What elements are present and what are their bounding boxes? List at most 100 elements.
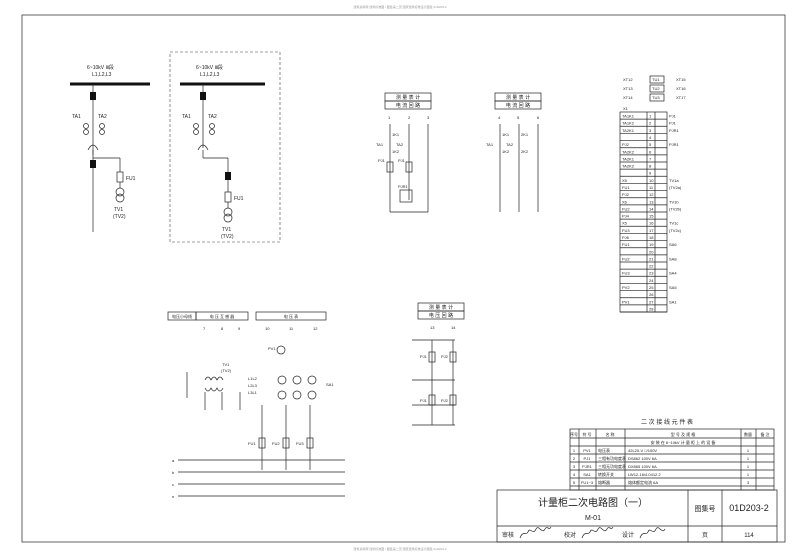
- meter-c-header-2: 电 压 回 路: [429, 312, 453, 319]
- component-cell: PJR1: [582, 464, 593, 469]
- drawing-title: 计量柜二次电路图（一）: [538, 496, 648, 509]
- svg-text:TA2: TA2: [396, 142, 404, 147]
- svg-text:L1L2: L1L2: [248, 376, 258, 381]
- svg-text:11: 11: [289, 326, 294, 331]
- terminal-cell-r: TV1c: [669, 221, 678, 226]
- page-label: 页: [702, 532, 708, 539]
- terminal-cell-r: PJ1: [669, 114, 677, 119]
- terminal-cell-n: 20: [649, 249, 654, 254]
- terminal-cell-l: TA2K1: [622, 156, 635, 161]
- svg-text:a: a: [172, 458, 175, 463]
- terminal-cell-l: FU3: [622, 228, 630, 233]
- voltage-circuit: 电压小母线 电 压 互 感 器 电 压 表 7 8 9 10 11 12 PV1…: [167, 311, 345, 499]
- terminal-cell-n: 16: [649, 221, 654, 226]
- terminal-cell-l: FU1: [622, 185, 630, 190]
- component-cell: 4: [573, 472, 576, 477]
- terminal-cell-l: FU3: [622, 271, 630, 276]
- right-tv-alt-label: (TV2): [221, 234, 234, 240]
- svg-text:PJ1: PJ1: [398, 158, 406, 163]
- terminal-block-title: X1: [623, 106, 629, 111]
- component-table: 二 次 接 线 元 件 表 序号 符 号 名 称 型 号 及 规 格 数量 备 …: [569, 418, 775, 491]
- left-ta2-label: TA2: [98, 114, 107, 120]
- terminal-cell-l: TA2K2: [622, 149, 635, 154]
- title-block: 计量柜二次电路图（一） M-01 图集号 01D203-2 审核 校对 设计 页…: [496, 489, 778, 543]
- terminal-cell-l: FU2: [622, 206, 630, 211]
- meter-circuit-c: 测 量 表 计 电 压 回 路 13 14 PJ1 PJ2 PJ1 PJ2: [412, 302, 465, 426]
- svg-text:12: 12: [313, 326, 318, 331]
- terminal-cell-r: PJR1: [669, 142, 680, 147]
- vb-head-left: 电压小母线: [172, 313, 192, 319]
- svg-text:TA1: TA1: [486, 142, 494, 147]
- drawing-code: M-01: [585, 515, 601, 522]
- terminal-cell-l: PJ2: [622, 142, 630, 147]
- meter-a-header-1: 测 量 表 计: [396, 94, 420, 101]
- svg-text:PJ2: PJ2: [441, 354, 449, 359]
- svg-text:备 注: 备 注: [760, 431, 769, 437]
- terminal-cell-r: (TV2a): [669, 185, 682, 190]
- left-ta1-label: TA1: [72, 114, 81, 120]
- svg-text:XT17: XT17: [676, 95, 686, 100]
- meter-b-header-2: 电 流 回 路: [506, 102, 530, 109]
- svg-text:1K1: 1K1: [392, 132, 400, 137]
- svg-text:TA2: TA2: [506, 142, 514, 147]
- component-cell: 熔体额定电流 6A: [628, 479, 658, 485]
- svg-text:序号: 序号: [570, 431, 578, 437]
- svg-text:1K2: 1K2: [392, 149, 400, 154]
- terminal-cell-l: X6: [622, 199, 628, 204]
- left-tv-label: TV1: [114, 207, 123, 213]
- primary-diagram-left: 6~10kV Ⅲ段 L1,L2,L3 TA1 TA2 FU1 TV1 (TV2): [70, 64, 150, 232]
- component-cell: 熔断器: [598, 479, 610, 485]
- svg-text:XT15: XT15: [676, 77, 686, 82]
- terminal-cell-n: 14: [649, 206, 654, 211]
- component-cell: DS862 100V 6A: [628, 456, 657, 461]
- terminal-cell-n: 18: [649, 235, 654, 240]
- svg-text:(TV2): (TV2): [221, 368, 232, 373]
- component-cell: FU1~3: [581, 480, 594, 485]
- component-cell: 三相无功电度表: [598, 463, 626, 469]
- left-disconnect: [90, 92, 96, 100]
- component-cell: PJ1: [584, 456, 592, 461]
- voltmeter-symbol: [276, 345, 286, 355]
- component-cell: 三相有功电度表: [598, 455, 626, 461]
- terminal-cell-n: 10: [649, 178, 654, 183]
- svg-text:n: n: [172, 494, 174, 499]
- svg-text:1K1: 1K1: [502, 132, 510, 137]
- terminal-cell-n: 21: [649, 256, 654, 261]
- right-tv-label: TV1: [222, 227, 231, 233]
- svg-text:8: 8: [221, 326, 224, 331]
- terminal-cell-l: PJ4: [622, 214, 630, 219]
- svg-text:3: 3: [427, 115, 430, 120]
- svg-text:10: 10: [265, 326, 270, 331]
- meter-c-header-1: 测 量 表 计: [429, 304, 453, 311]
- svg-text:XT12: XT12: [623, 77, 633, 82]
- svg-text:TU1: TU1: [652, 77, 660, 82]
- primary-diagram-right: 6~10kV Ⅲ段 L1,L2,L3 TA1 TA2 FU1 TV1 (TV2): [169, 51, 281, 243]
- svg-text:PJ1: PJ1: [420, 354, 428, 359]
- component-table-title: 二 次 接 线 元 件 表: [641, 418, 693, 426]
- svg-text:FU1: FU1: [248, 441, 256, 446]
- terminal-cell-n: 3: [649, 128, 652, 133]
- svg-text:XT14: XT14: [623, 95, 633, 100]
- svg-text:PJ1: PJ1: [420, 398, 428, 403]
- terminal-cell-n: 13: [649, 199, 654, 204]
- terminal-cell-l: TA2K2: [622, 164, 635, 169]
- terminal-cell-l: FU1: [622, 242, 630, 247]
- svg-text:6: 6: [537, 115, 540, 120]
- svg-text:c: c: [172, 482, 174, 487]
- component-cell: 3: [747, 480, 750, 485]
- svg-text:L2L3: L2L3: [248, 383, 258, 388]
- terminal-cell-r: PJR1: [669, 128, 680, 133]
- svg-text:1K2: 1K2: [502, 149, 510, 154]
- component-table-section: 安 装 在 6~10kV 计 量 柜 上 的 设 备: [651, 439, 716, 445]
- svg-text:9: 9: [238, 326, 241, 331]
- svg-text:符 号: 符 号: [582, 431, 591, 437]
- atlas-number: 01D203-2: [729, 503, 769, 513]
- svg-text:PJ2: PJ2: [441, 398, 449, 403]
- atlas-label: 图集号: [695, 504, 716, 513]
- svg-text:14: 14: [451, 325, 456, 330]
- svg-text:名 称: 名 称: [605, 431, 614, 437]
- terminal-cell-l: FU2: [622, 256, 630, 261]
- terminal-cell-n: 23: [649, 271, 654, 276]
